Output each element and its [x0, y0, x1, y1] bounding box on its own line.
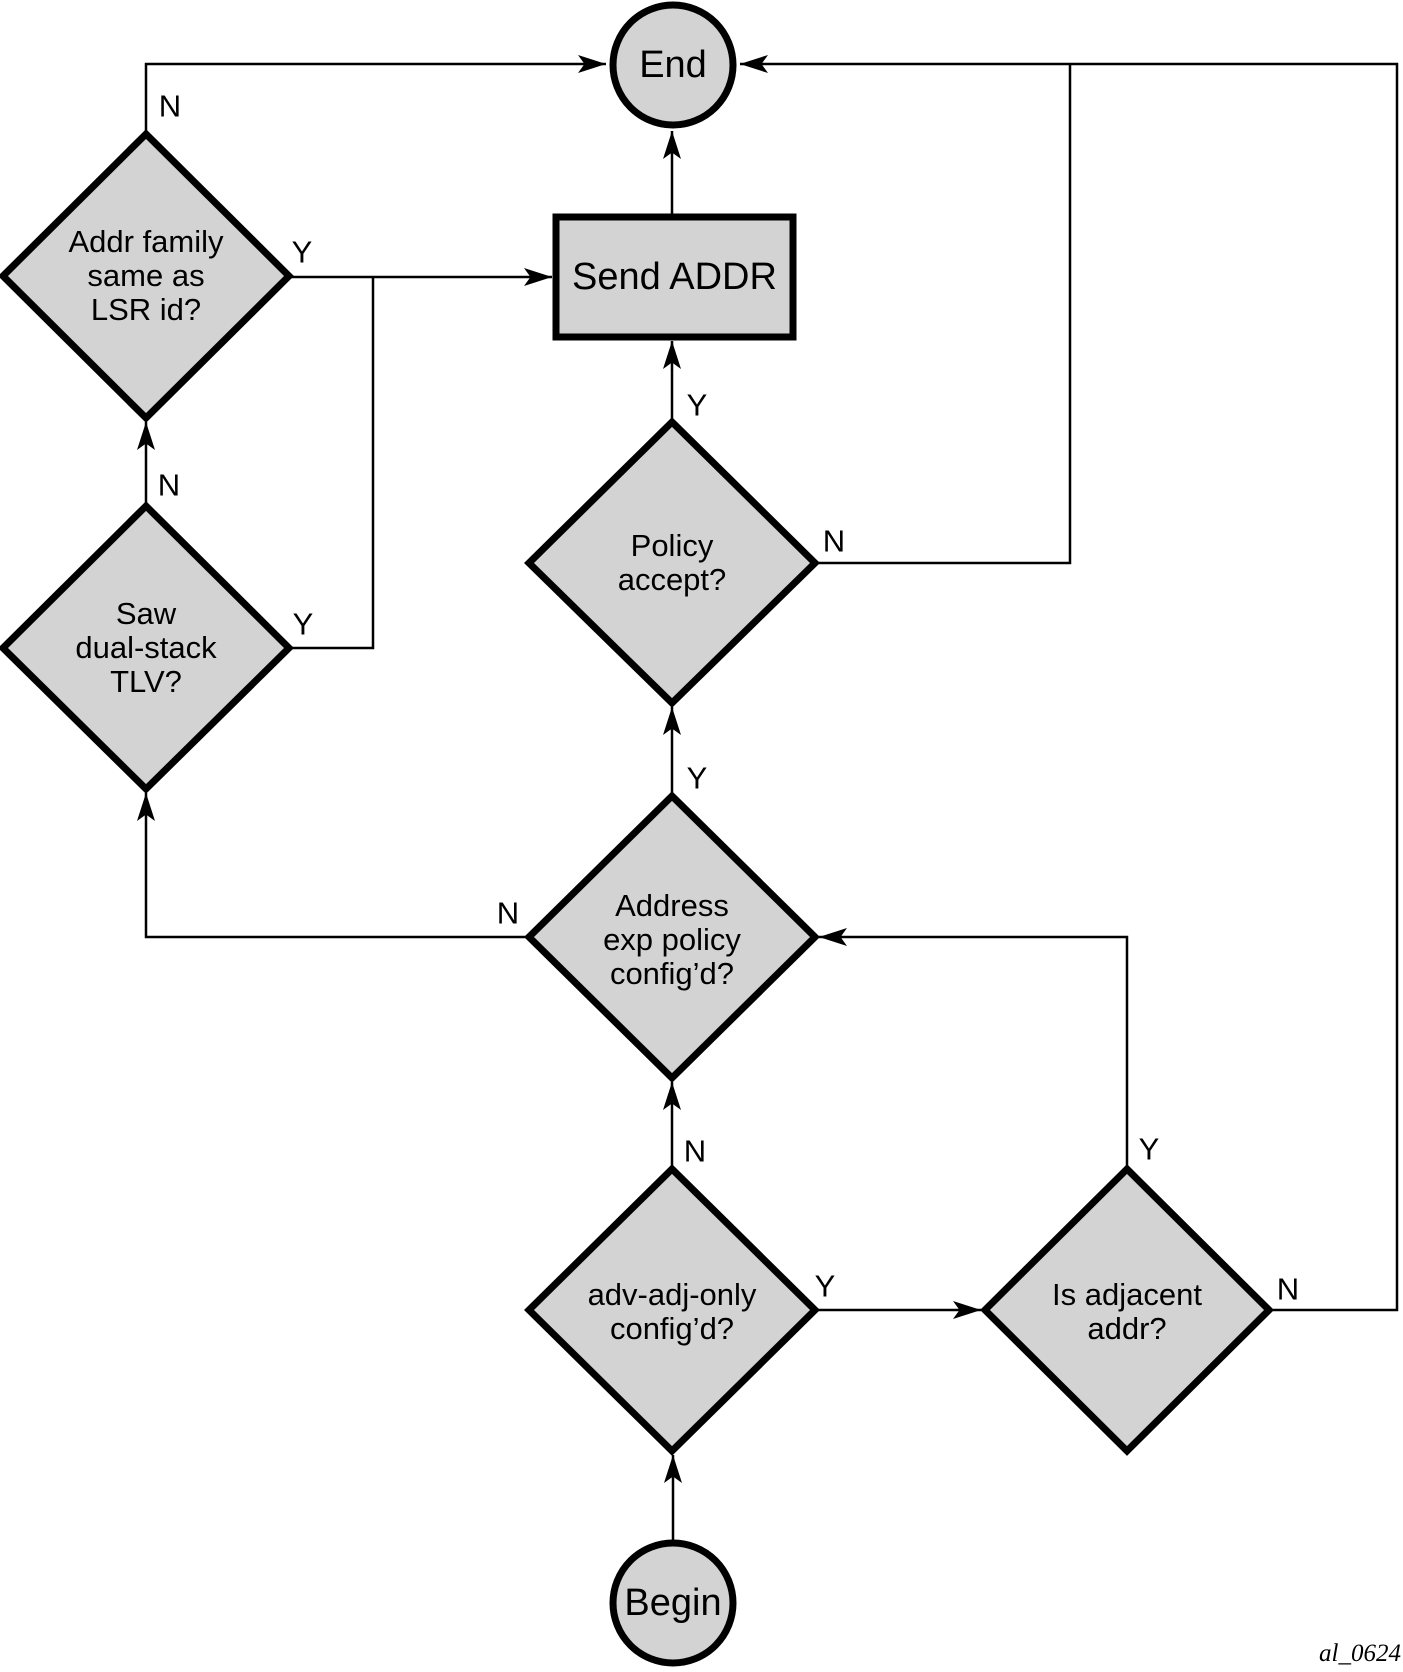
terminator-end-shape [609, 1, 737, 129]
node-begin-label: Begin [624, 1582, 722, 1624]
node-addr-exp-policy-label: Address exp policy config’d? [603, 888, 741, 991]
decision-addr-family-shape [0, 129, 294, 423]
edge-addr-family-n-to-end [144, 55, 606, 134]
branch-label-addr-exp-policy-y: Y [686, 760, 708, 796]
branch-label-is-adjacent-n: N [1276, 1271, 1300, 1307]
edge-saw-dual-stack-y-to-send-addr-join [289, 278, 375, 650]
branch-label-is-adjacent-y: Y [1138, 1131, 1160, 1167]
node-policy-accept-label: Policy accept? [617, 528, 727, 597]
edge-policy-accept-n-to-end-join [815, 64, 1072, 565]
branch-label-addr-family-y: Y [291, 234, 313, 270]
node-addr-family-label: Addr family same as LSR id? [68, 224, 224, 327]
branch-label-addr-family-n: N [158, 88, 182, 124]
branch-label-saw-dual-stack-y: Y [292, 606, 314, 642]
node-send-addr-label: Send ADDR [572, 256, 777, 298]
branch-label-addr-exp-policy-n: N [496, 895, 520, 931]
branch-label-adv-adj-only-y: Y [814, 1268, 836, 1304]
branch-label-saw-dual-stack-n: N [157, 467, 181, 503]
decision-adv-adj-only-shape [524, 1164, 820, 1456]
branch-label-policy-accept-n: N [822, 523, 846, 559]
process-send-addr-shape [552, 213, 797, 341]
node-adv-adj-only-label: adv-adj-only config’d? [587, 1277, 757, 1346]
figure-id-label: al_0624 [1319, 1640, 1401, 1667]
node-is-adjacent-label: Is adjacent addr? [1052, 1277, 1202, 1346]
branch-label-policy-accept-y: Y [686, 387, 708, 423]
decision-addr-exp-policy-shape [524, 791, 820, 1083]
decision-policy-accept-shape [524, 417, 820, 708]
terminator-begin-shape [609, 1539, 737, 1667]
decision-is-adjacent-shape [980, 1164, 1274, 1456]
edge-is-adjacent-y-to-addr-exp-policy [819, 928, 1129, 1169]
node-end-label: End [639, 44, 707, 86]
edge-addr-exp-policy-n-to-saw-dual-stack [137, 793, 529, 939]
edge-is-adjacent-n-to-end [740, 55, 1399, 1312]
branch-label-adv-adj-only-n: N [683, 1133, 707, 1169]
decision-saw-dual-stack-shape [0, 501, 294, 794]
node-saw-dual-stack-label: Saw dual-stack TLV? [75, 596, 217, 699]
